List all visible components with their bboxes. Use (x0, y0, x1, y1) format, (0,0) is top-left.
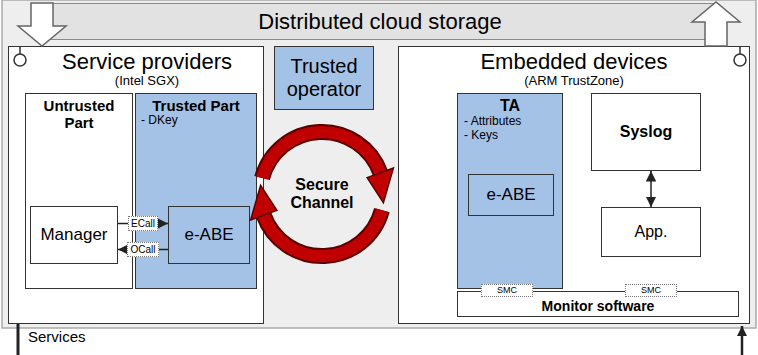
smc-box: SMC (481, 284, 533, 297)
icon-circle (14, 54, 26, 66)
box-title: Embedded devices (429, 49, 719, 74)
flow-label: Services (28, 328, 86, 345)
icon-stem (739, 46, 741, 54)
operator-box: Trusted operator (274, 46, 374, 110)
box-title: Secure Channel (286, 176, 358, 213)
component-box: e-ABE (468, 174, 554, 216)
box-detail: (ARM TrustZone) (429, 74, 719, 89)
arc-arrowhead (251, 185, 277, 220)
component-box: e-ABE (168, 206, 250, 264)
icon-stem (19, 46, 21, 54)
arc-arrowhead (367, 168, 393, 203)
box-title: Service providers (39, 49, 255, 74)
box-detail: - Attributes (464, 115, 556, 129)
call-label: OCall (127, 242, 158, 257)
box-title: Monitor software (462, 298, 734, 314)
icon-circle (734, 54, 746, 66)
box-title: SMC (628, 286, 674, 295)
box-title: Trusted operator (279, 55, 369, 101)
call-label: ECall (128, 216, 158, 231)
platform-box: Service providers(Intel SGX) Untrusted Pa… (8, 46, 264, 324)
box-title: e-ABE (473, 185, 549, 205)
trusted-app-box: TA- Attributes- Keys e-ABE (457, 93, 563, 289)
smc-box: SMC (625, 284, 677, 297)
box-detail: - DKey (141, 114, 251, 128)
part-box: Untrusted PartManager (25, 93, 133, 289)
box-title: App. (606, 223, 696, 241)
box-title: Manager (35, 225, 113, 245)
arc-arrow (262, 132, 380, 178)
arc-arrow (264, 210, 382, 256)
services-arrow (741, 326, 744, 355)
component-box: App. (601, 207, 701, 257)
box-detail: (Intel SGX) (39, 74, 255, 89)
channel-circle: Secure Channel (246, 118, 398, 270)
box-title: TA (464, 97, 556, 115)
storage-band: Distributed cloud storage (45, 3, 715, 40)
box-title: Distributed cloud storage (52, 9, 708, 34)
part-box: Trusted Part- DKey e-ABE (135, 93, 257, 289)
box-detail: - Keys (464, 129, 556, 143)
arc-outline (264, 210, 382, 256)
box-title: Untrusted Part (30, 97, 128, 132)
platform-box: Embedded devices(ARM TrustZone) TA- Attri… (398, 46, 750, 324)
arc-outline (262, 132, 380, 178)
services-line (17, 324, 20, 355)
outer-panel (2, 0, 756, 328)
box-title: Trusted Part (141, 97, 251, 114)
box-title: e-ABE (173, 225, 245, 245)
box-title: Syslog (596, 123, 696, 141)
box-title: SMC (484, 286, 530, 295)
component-box: Manager (30, 206, 118, 264)
double-arrow (650, 171, 652, 207)
component-box: Syslog (591, 93, 701, 171)
